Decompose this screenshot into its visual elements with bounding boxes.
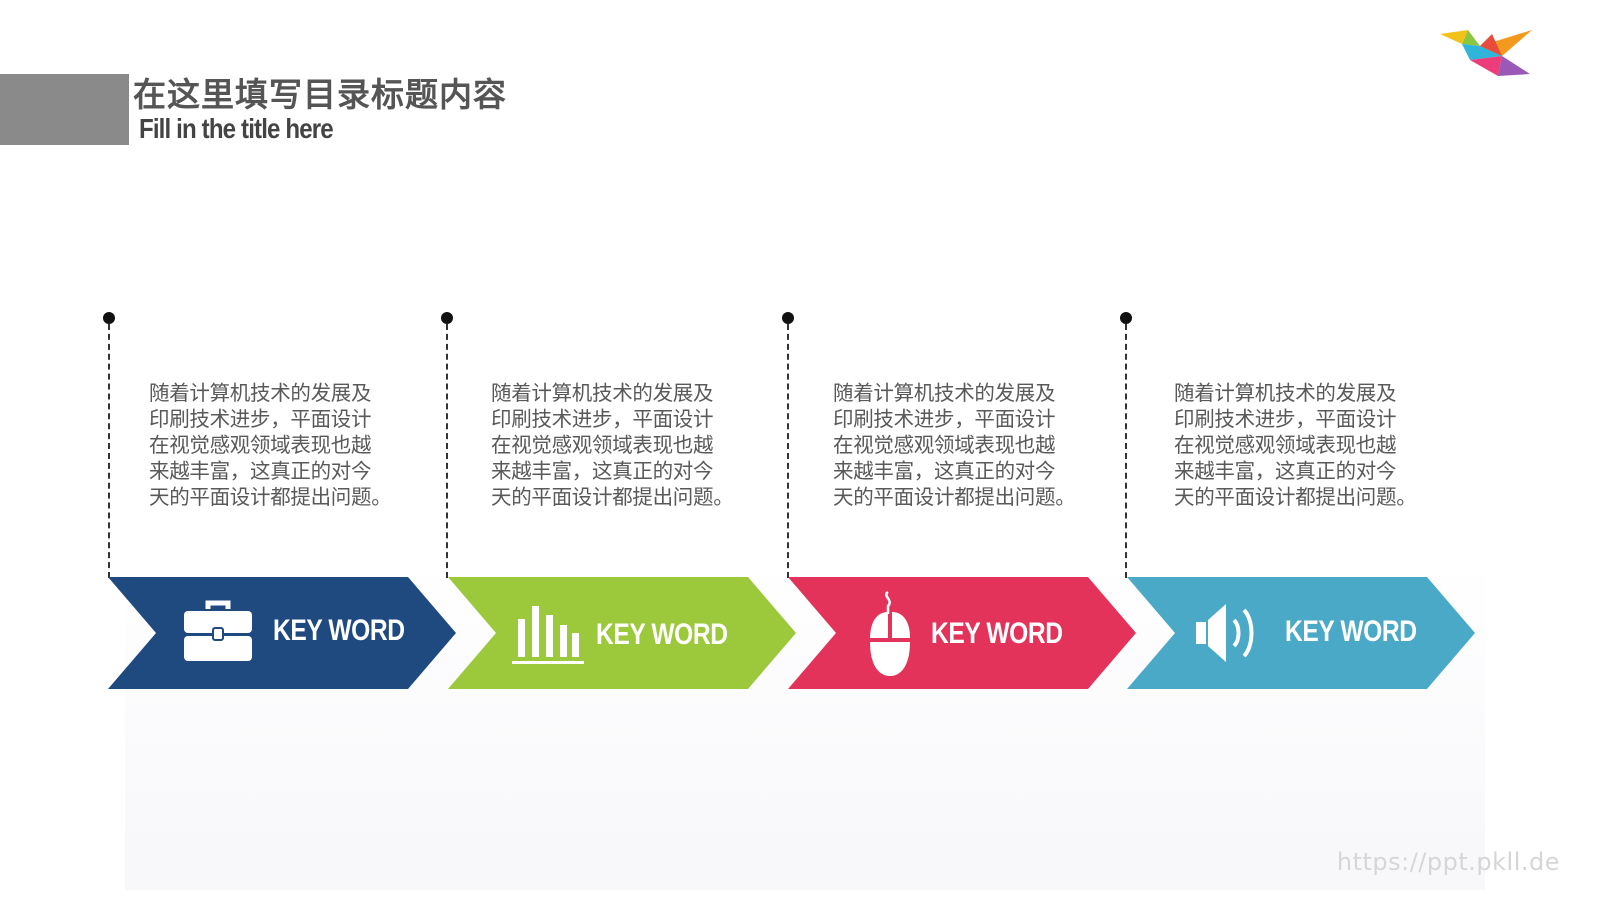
step-description: 随着计算机技术的发展及 印刷技术进步，平面设计 在视觉感观领域表现也越 来越丰富… xyxy=(1174,381,1417,509)
page-title: 在这里填写目录标题内容 xyxy=(133,75,507,114)
origami-bird-logo xyxy=(1440,30,1532,76)
step-keyword: KEY WORD xyxy=(596,618,728,651)
timeline-dot xyxy=(103,312,115,324)
timeline-dot xyxy=(782,312,794,324)
bar-chart-icon xyxy=(512,606,584,664)
briefcase-icon xyxy=(184,600,252,661)
title-accent-block xyxy=(0,74,129,145)
page-subtitle: Fill in the title here xyxy=(139,113,334,144)
mouse-icon xyxy=(870,590,910,676)
timeline-connector xyxy=(108,324,110,578)
step-description: 随着计算机技术的发展及 印刷技术进步，平面设计 在视觉感观领域表现也越 来越丰富… xyxy=(491,381,734,509)
timeline-connector xyxy=(446,324,448,578)
timeline-dot xyxy=(441,312,453,324)
step-description: 随着计算机技术的发展及 印刷技术进步，平面设计 在视觉感观领域表现也越 来越丰富… xyxy=(149,381,392,509)
step-description: 随着计算机技术的发展及 印刷技术进步，平面设计 在视觉感观领域表现也越 来越丰富… xyxy=(833,381,1076,509)
watermark-url: https://ppt.pkll.de xyxy=(1336,848,1560,876)
timeline-connector xyxy=(787,324,789,578)
step-keyword: KEY WORD xyxy=(931,617,1063,650)
timeline-connector xyxy=(1125,324,1127,578)
speaker-icon xyxy=(1196,604,1254,662)
step-keyword: KEY WORD xyxy=(1285,615,1417,648)
timeline-dot xyxy=(1120,312,1132,324)
step-keyword: KEY WORD xyxy=(273,614,405,647)
chevron-arrow xyxy=(1127,577,1475,689)
